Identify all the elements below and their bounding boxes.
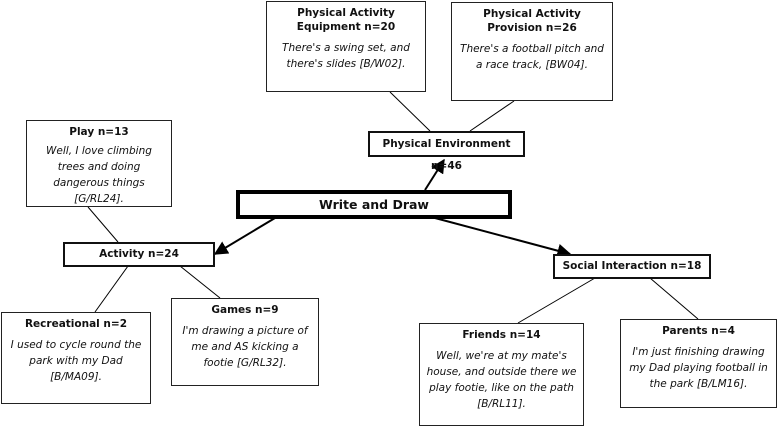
games-quote: I'm drawing a picture of me and AS kicki… bbox=[182, 325, 308, 369]
parents-box: Parents n=4 I'm just finishing drawing m… bbox=[620, 319, 777, 408]
parents-quote: I'm just finishing drawing my Dad playin… bbox=[629, 346, 768, 390]
social-interaction-node: Social Interaction n=18 bbox=[553, 254, 711, 279]
recreational-box: Recreational n=2 I used to cycle round t… bbox=[1, 312, 151, 404]
activity-node: Activity n=24 bbox=[63, 242, 215, 267]
physical-environment-node: Physical Environment n=46 bbox=[368, 131, 525, 172]
write-and-draw-node: Write and Draw bbox=[236, 190, 512, 219]
play-quote: Well, I love climbing trees and doing da… bbox=[46, 145, 152, 205]
arrow-to-activity bbox=[213, 217, 276, 255]
provision-box: Physical Activity Provision n=26 There's… bbox=[451, 2, 613, 101]
play-title: Play n=13 bbox=[69, 126, 129, 138]
equipment-box: Physical Activity Equipment n=20 There's… bbox=[266, 1, 426, 92]
play-box: Play n=13 Well, I love climbing trees an… bbox=[26, 120, 172, 207]
arrow-to-social-interaction bbox=[434, 217, 572, 258]
line-recreational bbox=[94, 265, 129, 313]
line-provision bbox=[469, 100, 515, 132]
line-equipment bbox=[389, 91, 431, 132]
line-games bbox=[179, 265, 221, 299]
recreational-quote: I used to cycle round the park with my D… bbox=[10, 339, 142, 383]
provision-title: Physical Activity Provision n=26 bbox=[483, 8, 581, 34]
recreational-title: Recreational n=2 bbox=[24, 318, 128, 330]
line-friends bbox=[517, 277, 596, 324]
parents-title: Parents n=4 bbox=[662, 325, 735, 337]
equipment-quote: There's a swing set, and there's slides … bbox=[282, 42, 410, 70]
friends-quote: Well, we're at my mate's house, and outs… bbox=[426, 350, 577, 410]
friends-box: Friends n=14 Well, we're at my mate's ho… bbox=[419, 323, 584, 426]
equipment-title: Physical Activity Equipment n=20 bbox=[296, 7, 396, 33]
line-parents bbox=[649, 277, 699, 320]
games-title: Games n=9 bbox=[211, 304, 279, 316]
provision-quote: There's a football pitch and a race trac… bbox=[460, 43, 604, 71]
arrow-to-physical-environment bbox=[424, 158, 445, 191]
games-box: Games n=9 I'm drawing a picture of me an… bbox=[171, 298, 319, 386]
line-play bbox=[87, 206, 119, 243]
friends-title: Friends n=14 bbox=[462, 329, 541, 341]
